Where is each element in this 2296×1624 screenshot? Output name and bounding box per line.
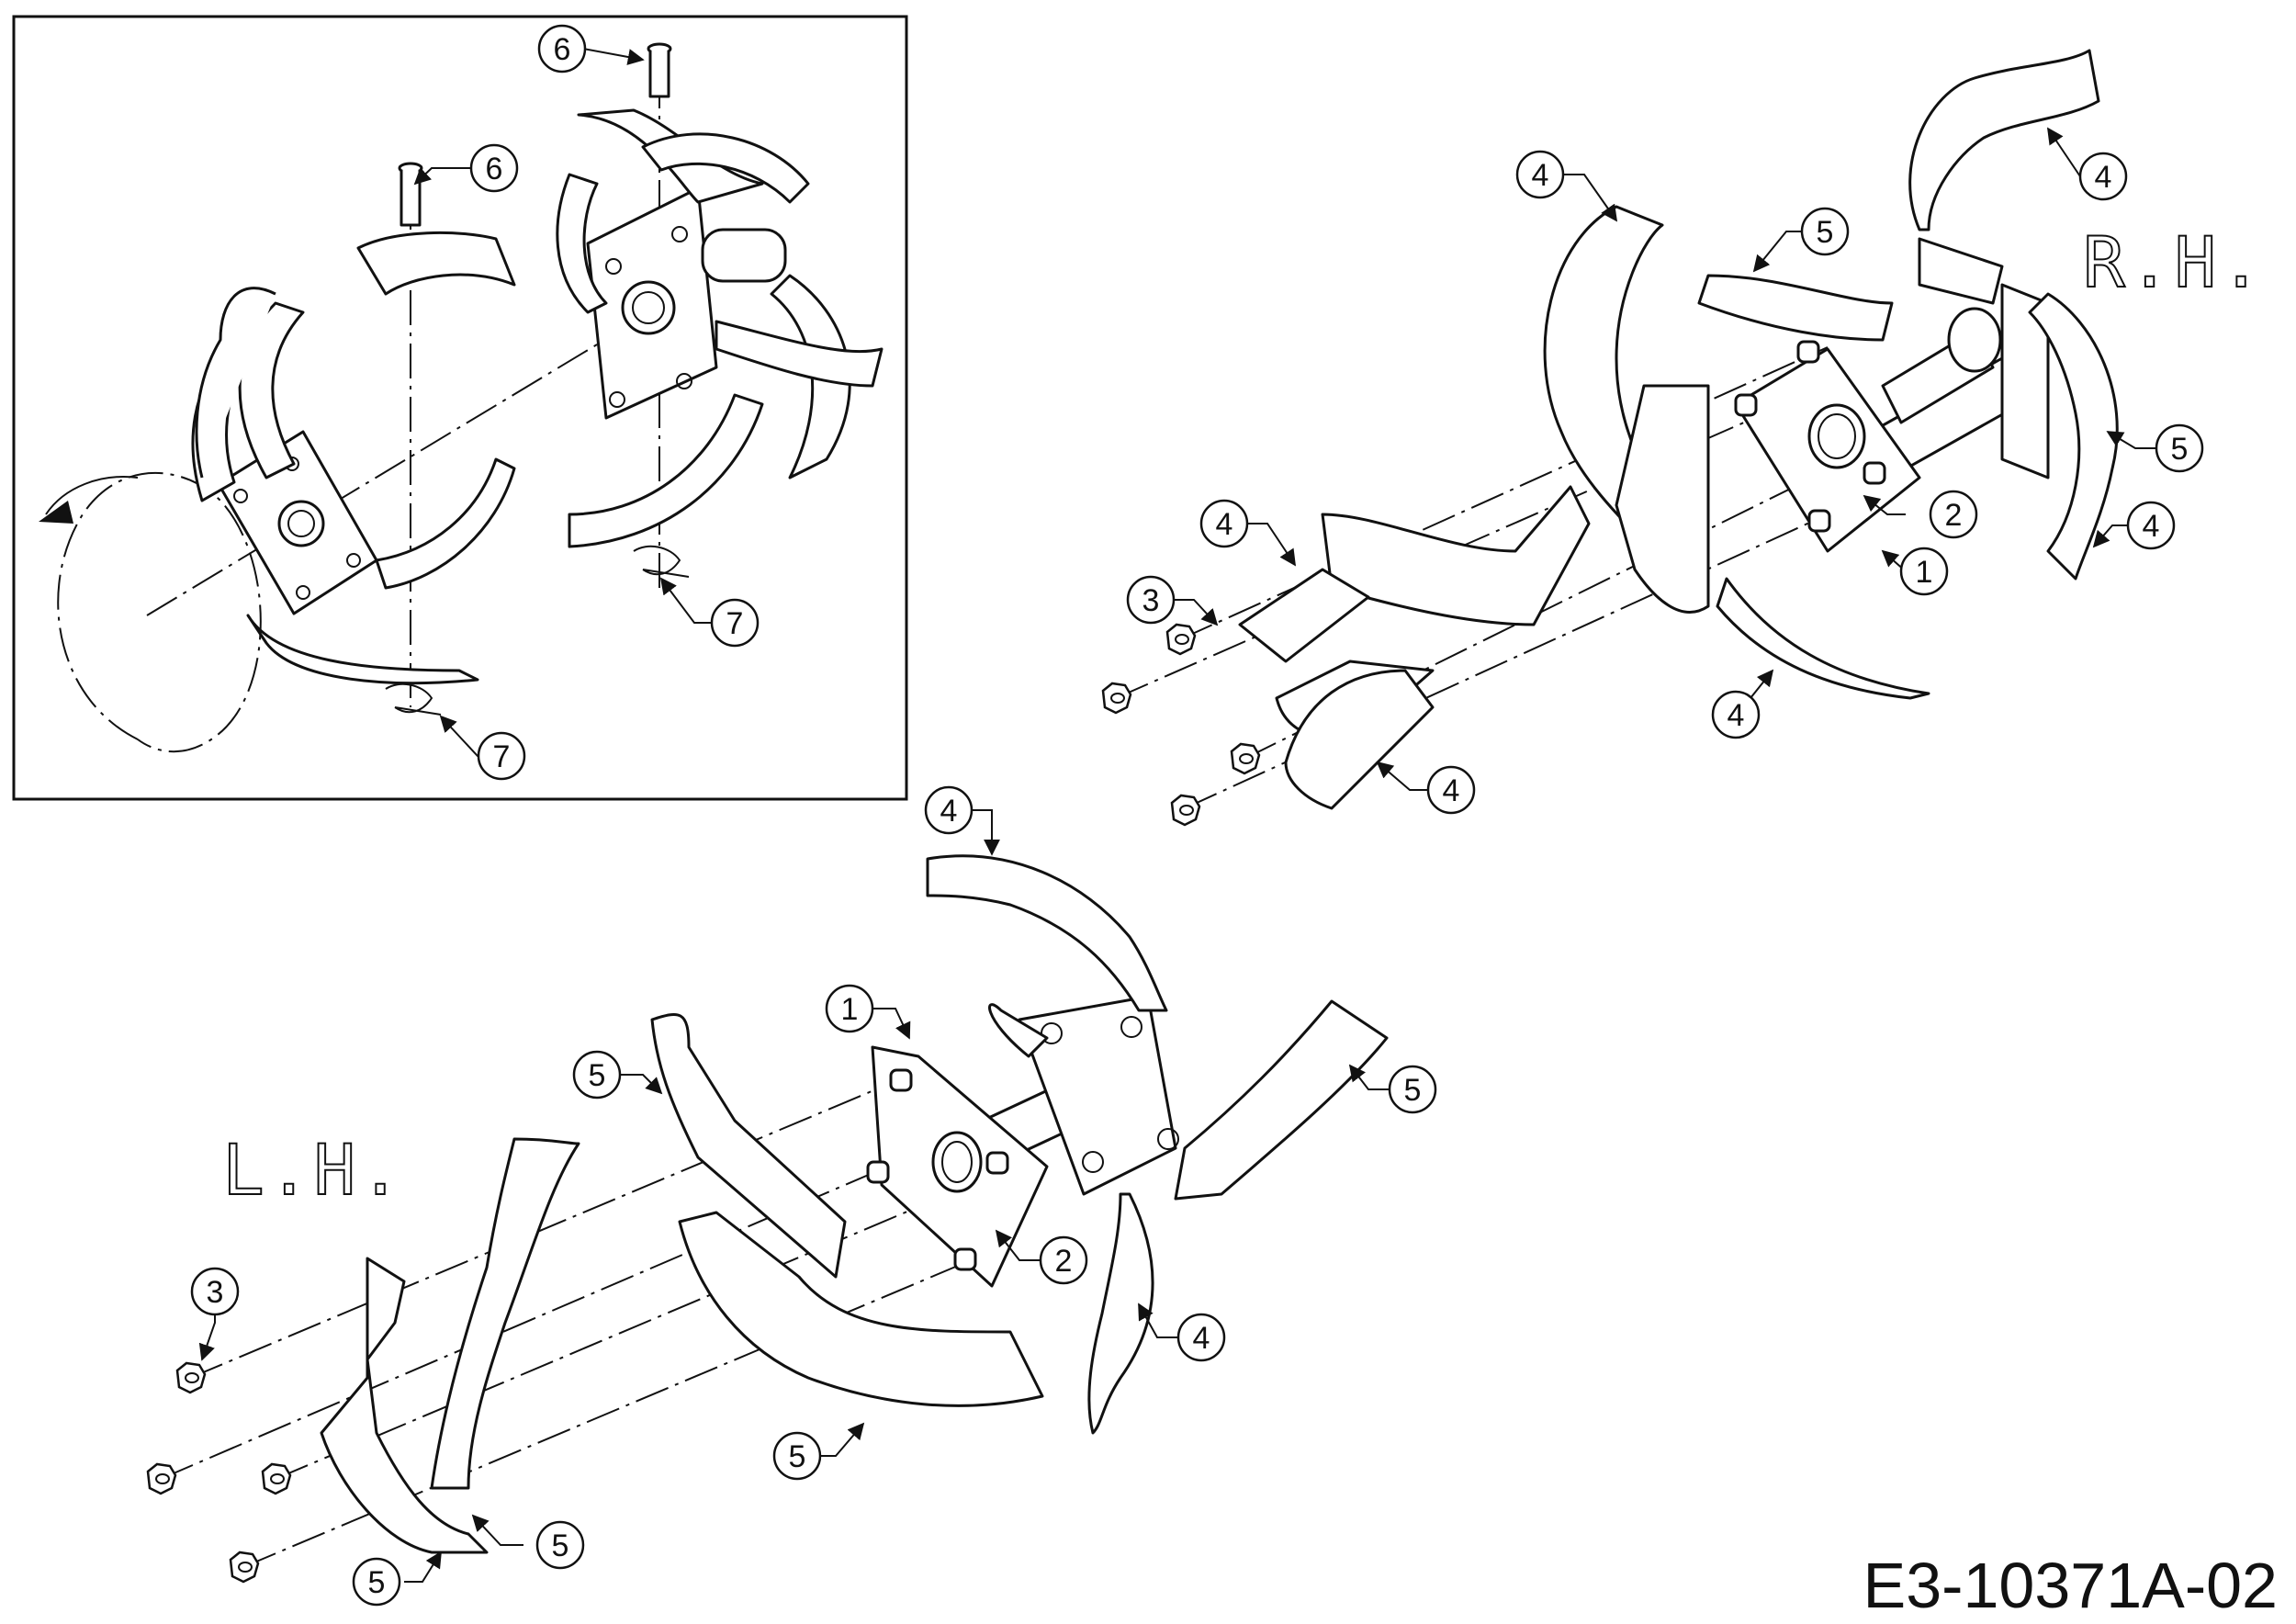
inset-left-hub <box>217 430 378 615</box>
callout-6-pin-left: 6 <box>469 143 519 193</box>
callout-3-lh-nut: 3 <box>190 1267 240 1316</box>
callout-2-rh-bolt: 2 <box>1929 490 1978 539</box>
svg-text:2: 2 <box>1945 498 1963 533</box>
svg-text:5: 5 <box>589 1058 606 1093</box>
inset-hairpin-clip <box>385 682 442 716</box>
svg-text:3: 3 <box>207 1275 224 1310</box>
rh-assembly <box>1101 49 2119 827</box>
rh-hub-plate <box>1734 340 1921 553</box>
svg-text:5: 5 <box>368 1565 386 1600</box>
callout-1-lh-hub: 1 <box>825 984 874 1033</box>
inset-frame <box>12 15 908 801</box>
svg-text:4: 4 <box>940 794 958 829</box>
inset-right-hub <box>586 186 787 420</box>
drawing-number: E3-10371A-02 <box>1863 1550 2278 1621</box>
callout-5-lh-bottom-right: 5 <box>535 1520 585 1570</box>
callout-5-lh-lower: 5 <box>772 1431 822 1481</box>
svg-text:5: 5 <box>1404 1073 1422 1108</box>
svg-text:6: 6 <box>486 152 503 186</box>
callout-4-lh-top: 4 <box>924 785 974 835</box>
callout-4-lh-bottom: 4 <box>1176 1313 1226 1362</box>
inset-pin-right <box>647 42 672 98</box>
svg-text:7: 7 <box>726 606 744 641</box>
callout-7-clip-left: 7 <box>477 731 526 781</box>
svg-text:1: 1 <box>841 992 859 1027</box>
left-hand-label: L.H. <box>222 1129 405 1211</box>
callout-4-rh-lower: 4 <box>1426 765 1476 815</box>
callout-5-rh-top: 5 <box>1800 207 1850 256</box>
callout-4-rh-bottom: 4 <box>1711 690 1761 739</box>
callout-3-rh-nut: 3 <box>1126 575 1176 625</box>
lh-assembly <box>146 854 1389 1584</box>
rh-tine <box>1908 49 2100 231</box>
svg-text:2: 2 <box>1055 1244 1073 1279</box>
inset-pin-left <box>398 162 423 227</box>
svg-text:6: 6 <box>554 32 571 67</box>
callout-4-rh-left: 4 <box>1199 499 1249 548</box>
svg-text:4: 4 <box>1532 158 1549 193</box>
callout-7-clip-right: 7 <box>710 598 760 648</box>
svg-text:4: 4 <box>1193 1321 1210 1356</box>
callout-2-lh-bolt: 2 <box>1039 1235 1088 1285</box>
lh-tine <box>926 854 1168 1012</box>
inset-tine <box>238 301 305 479</box>
callout-1-rh-hub: 1 <box>1899 547 1949 596</box>
svg-text:5: 5 <box>1817 215 1834 250</box>
svg-text:4: 4 <box>1443 773 1460 808</box>
lh-hub-plate <box>866 1045 1049 1288</box>
right-hand-label: R.H. <box>2083 221 2266 303</box>
svg-text:4: 4 <box>2143 509 2160 544</box>
svg-text:3: 3 <box>1142 583 1160 618</box>
callout-4-rh-top-right: 4 <box>2078 152 2128 201</box>
callout-6-pin-right: 6 <box>537 24 587 73</box>
svg-text:4: 4 <box>2095 160 2112 195</box>
callout-5-lh-right: 5 <box>1388 1065 1437 1114</box>
callout-4-rh-top-left: 4 <box>1515 150 1565 199</box>
svg-text:5: 5 <box>789 1439 806 1474</box>
rotation-arrowhead <box>39 501 73 524</box>
svg-text:5: 5 <box>2171 432 2189 467</box>
callout-5-lh-bottom-left: 5 <box>352 1557 401 1607</box>
callout-5-rh-right: 5 <box>2155 423 2204 473</box>
assembly-inset <box>12 15 908 801</box>
lh-blade-plate <box>650 1013 847 1279</box>
svg-text:7: 7 <box>493 739 511 774</box>
svg-text:4: 4 <box>1728 698 1745 733</box>
svg-text:4: 4 <box>1216 507 1233 542</box>
rh-blade-plate <box>1615 384 1710 614</box>
svg-text:5: 5 <box>552 1528 569 1563</box>
callout-5-lh-upper: 5 <box>572 1050 622 1100</box>
inset-hairpin-clip <box>633 545 690 578</box>
callout-4-rh-right: 4 <box>2126 501 2176 550</box>
svg-text:1: 1 <box>1916 555 1933 590</box>
rotation-direction-arrow <box>57 471 262 753</box>
